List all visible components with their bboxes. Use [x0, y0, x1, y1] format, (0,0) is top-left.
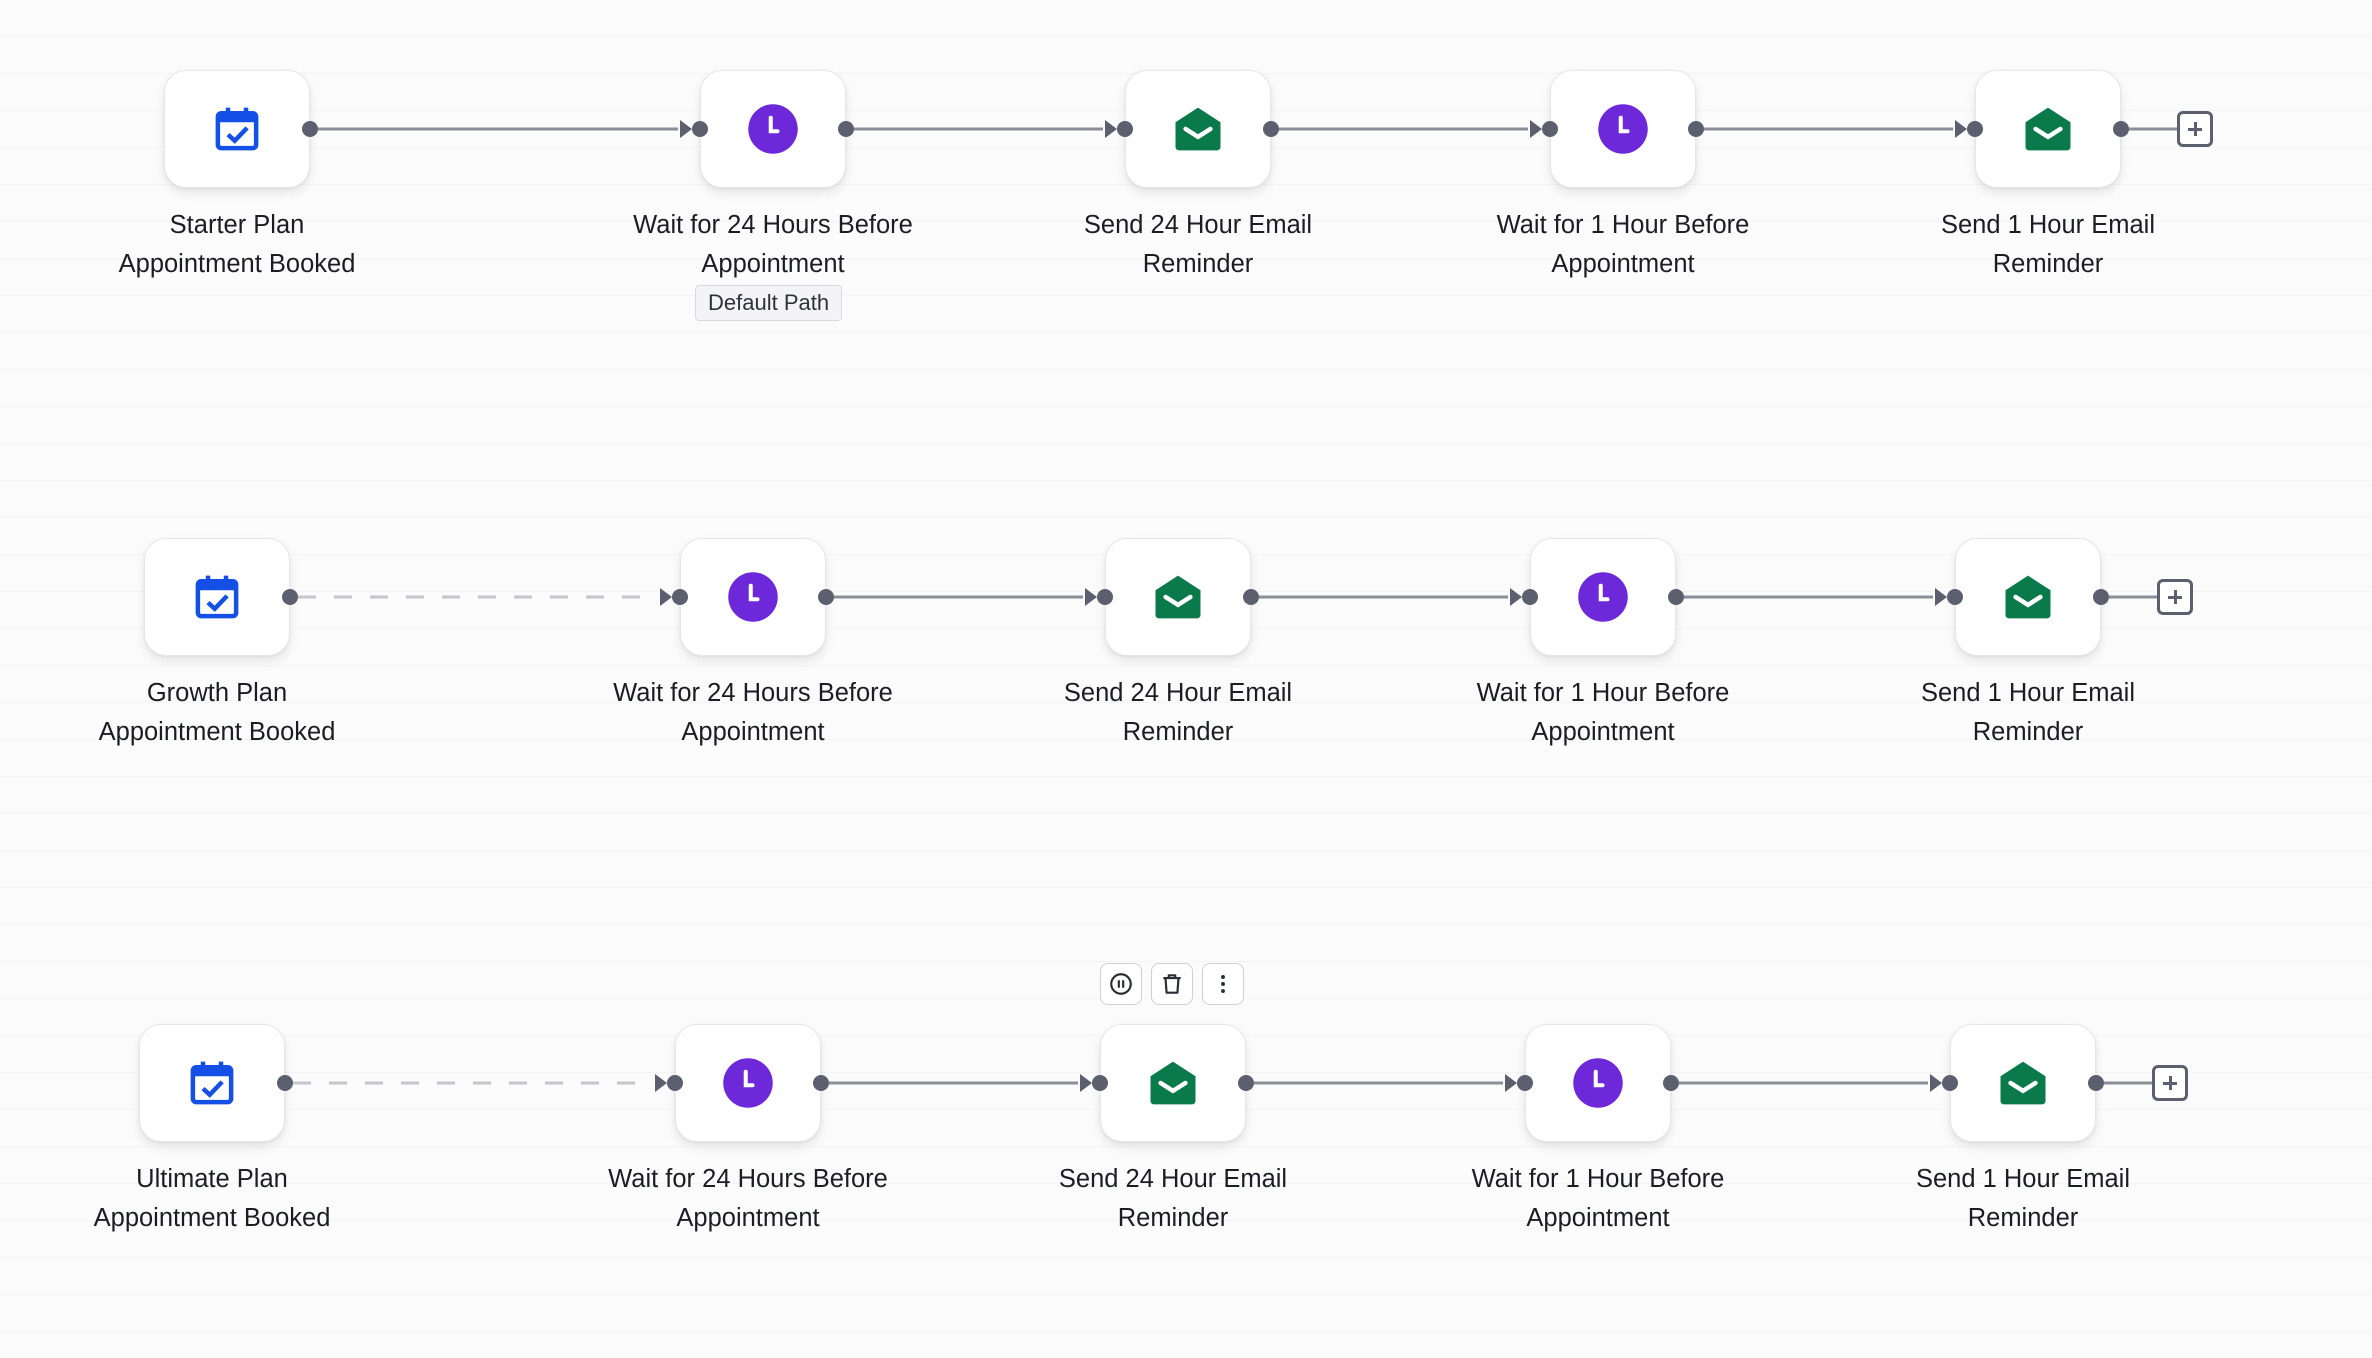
- more-options-button[interactable]: [1202, 963, 1244, 1005]
- clock-icon: [723, 1058, 773, 1108]
- email-node-1h[interactable]: [1975, 70, 2121, 188]
- input-port[interactable]: [1092, 1075, 1108, 1091]
- email-node-24h[interactable]: [1100, 1024, 1246, 1142]
- email-node-24h[interactable]: [1105, 538, 1251, 656]
- output-port[interactable]: [813, 1075, 829, 1091]
- output-port[interactable]: [1668, 589, 1684, 605]
- delete-button[interactable]: [1151, 963, 1193, 1005]
- clock-icon: [1573, 1058, 1623, 1108]
- output-port[interactable]: [1238, 1075, 1254, 1091]
- output-port[interactable]: [1688, 121, 1704, 137]
- arrowhead: [655, 1074, 667, 1092]
- output-port[interactable]: [2113, 121, 2129, 137]
- arrowhead: [1955, 120, 1967, 138]
- trash-icon: [1163, 974, 1181, 994]
- calendar-check-icon: [190, 1061, 234, 1105]
- pause-icon: [1110, 973, 1132, 995]
- email-node-24h[interactable]: [1125, 70, 1271, 188]
- envelope-icon: [2025, 107, 2071, 151]
- output-port[interactable]: [1663, 1075, 1679, 1091]
- arrowhead: [1080, 1074, 1092, 1092]
- wait-node-24h[interactable]: [680, 538, 826, 656]
- input-port[interactable]: [692, 121, 708, 137]
- input-port[interactable]: [1517, 1075, 1533, 1091]
- clock-icon: [728, 572, 778, 622]
- arrowhead: [680, 120, 692, 138]
- input-port[interactable]: [1967, 121, 1983, 137]
- input-port[interactable]: [672, 589, 688, 605]
- envelope-icon: [1155, 575, 1201, 619]
- wait-node-24h[interactable]: [675, 1024, 821, 1142]
- envelope-icon: [1150, 1061, 1196, 1105]
- add-step-button[interactable]: [2177, 111, 2213, 147]
- clock-icon: [1578, 572, 1628, 622]
- envelope-icon: [2005, 575, 2051, 619]
- input-port[interactable]: [1522, 589, 1538, 605]
- email-node-1h[interactable]: [1950, 1024, 2096, 1142]
- more-vertical-icon: [1221, 975, 1225, 993]
- arrowhead: [1935, 588, 1947, 606]
- input-port[interactable]: [1942, 1075, 1958, 1091]
- add-step-button[interactable]: [2152, 1065, 2188, 1101]
- output-port[interactable]: [2088, 1075, 2104, 1091]
- trigger-node-ultimate-plan[interactable]: [139, 1024, 285, 1142]
- arrowhead: [1085, 588, 1097, 606]
- calendar-check-icon: [195, 575, 239, 619]
- output-port[interactable]: [838, 121, 854, 137]
- input-port[interactable]: [667, 1075, 683, 1091]
- wait-node-1h[interactable]: [1550, 70, 1696, 188]
- output-port[interactable]: [1243, 589, 1259, 605]
- arrowhead: [1105, 120, 1117, 138]
- clock-icon: [1598, 104, 1648, 154]
- arrowhead: [660, 588, 672, 606]
- envelope-icon: [1175, 107, 1221, 151]
- add-step-button[interactable]: [2157, 579, 2193, 615]
- input-port[interactable]: [1117, 121, 1133, 137]
- wait-node-24h[interactable]: [700, 70, 846, 188]
- output-port[interactable]: [302, 121, 318, 137]
- input-port[interactable]: [1097, 589, 1113, 605]
- output-port[interactable]: [818, 589, 834, 605]
- output-port[interactable]: [2093, 589, 2109, 605]
- arrowhead: [1930, 1074, 1942, 1092]
- envelope-icon: [2000, 1061, 2046, 1105]
- trigger-node-growth-plan[interactable]: [144, 538, 290, 656]
- arrowhead: [1510, 588, 1522, 606]
- calendar-check-icon: [215, 107, 259, 151]
- default-path-badge: Default Path: [695, 285, 843, 321]
- pause-button[interactable]: [1100, 963, 1142, 1005]
- input-port[interactable]: [1947, 589, 1963, 605]
- wait-node-1h[interactable]: [1530, 538, 1676, 656]
- output-port[interactable]: [277, 1075, 293, 1091]
- email-node-1h[interactable]: [1955, 538, 2101, 656]
- wait-node-1h[interactable]: [1525, 1024, 1671, 1142]
- output-port[interactable]: [1263, 121, 1279, 137]
- arrowhead: [1530, 120, 1542, 138]
- input-port[interactable]: [1542, 121, 1558, 137]
- clock-icon: [748, 104, 798, 154]
- arrowhead: [1505, 1074, 1517, 1092]
- output-port[interactable]: [282, 589, 298, 605]
- trigger-node-starter-plan[interactable]: [164, 70, 310, 188]
